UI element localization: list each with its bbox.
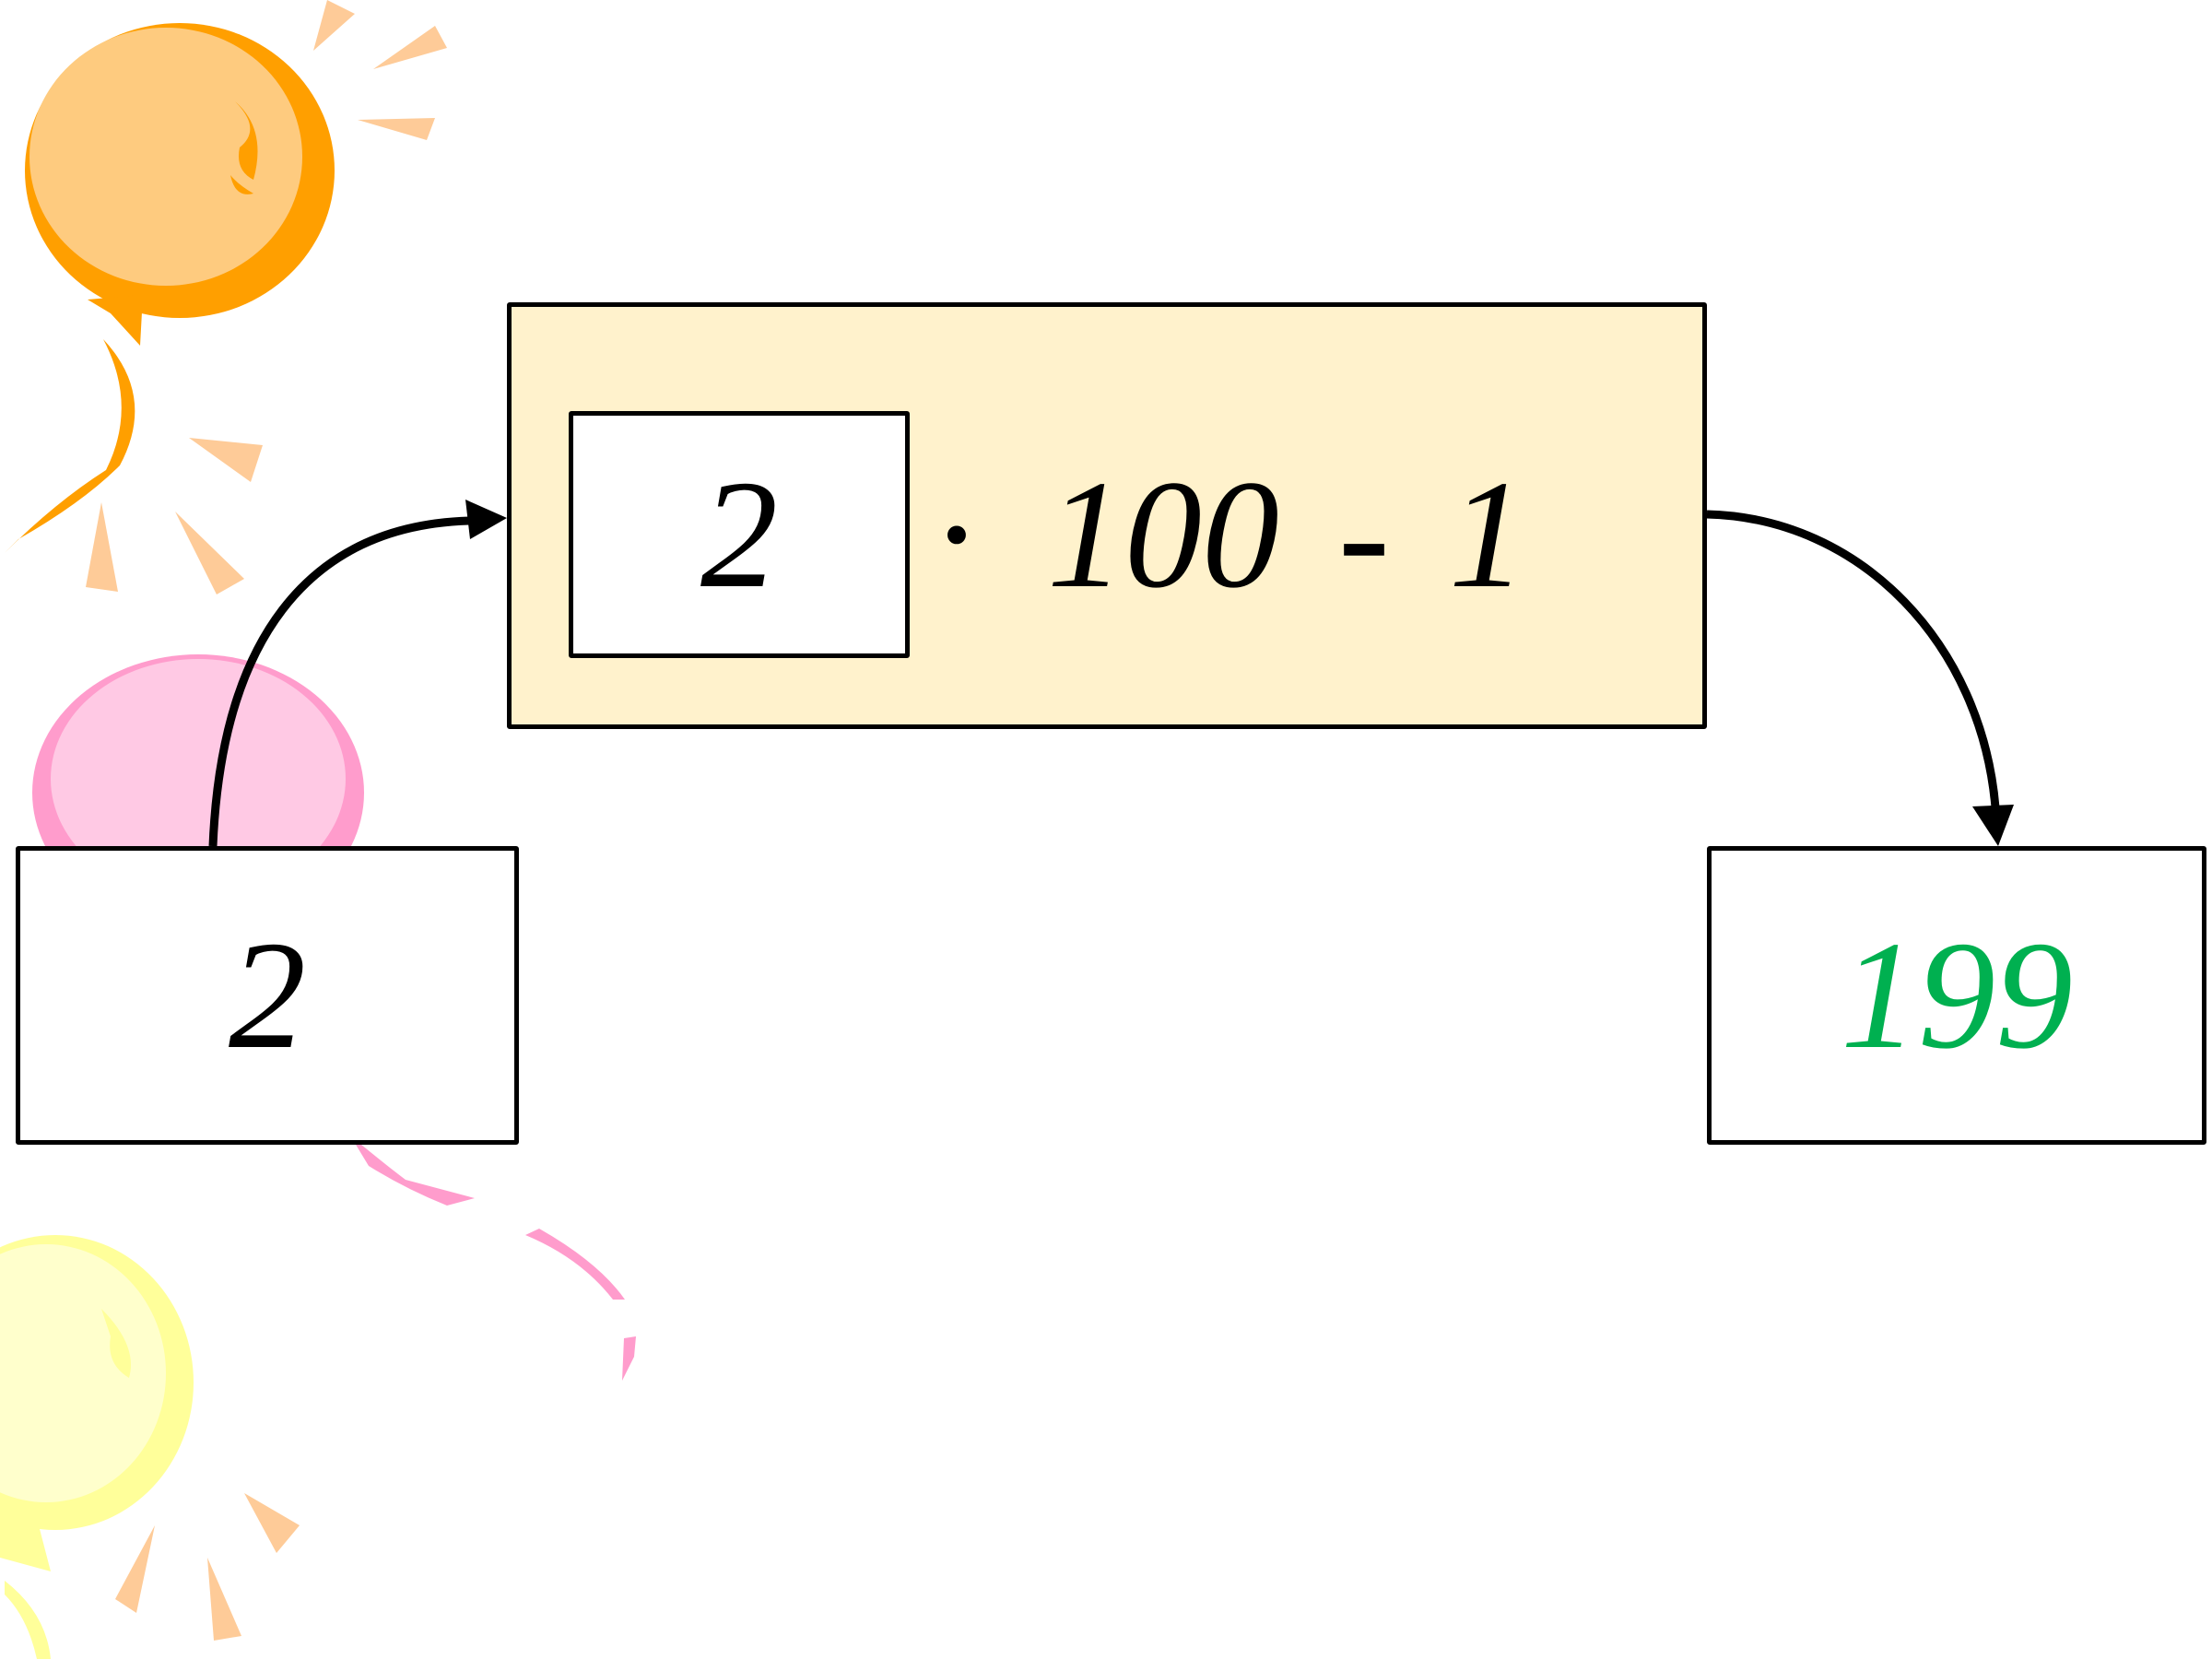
input-box: 2 <box>16 846 519 1145</box>
formula-expression: · 100 - 1 <box>931 442 1526 627</box>
formula-input-slot: 2 <box>569 411 910 658</box>
formula-slot-value: 2 <box>700 449 778 620</box>
multiply-operator: · <box>931 449 982 620</box>
output-box: 199 <box>1707 846 2206 1145</box>
orange-balloon-icon <box>5 23 335 553</box>
yellow-balloon-icon <box>0 1235 194 1659</box>
output-value: 199 <box>1841 910 2073 1081</box>
formula-multiplier: 100 <box>1046 449 1279 620</box>
input-value: 2 <box>229 910 306 1081</box>
formula-subtrahend: 1 <box>1448 449 1526 620</box>
sparkle-rays-icon <box>115 1493 300 1641</box>
minus-operator: - <box>1337 449 1390 620</box>
